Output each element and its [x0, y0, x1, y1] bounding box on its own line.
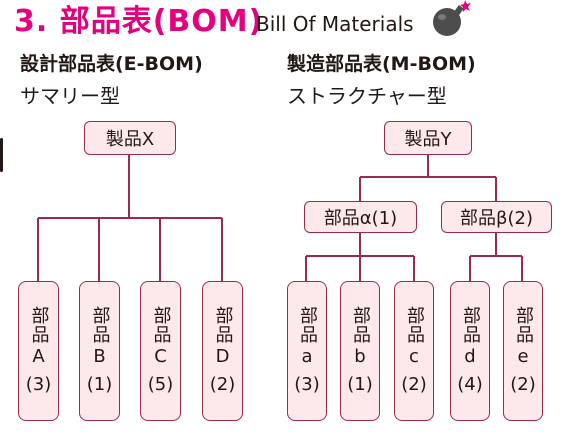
leaf-code: e	[517, 346, 529, 367]
page-title: 3. 部品表(BOM)	[14, 4, 264, 39]
edge-marker	[0, 138, 3, 172]
leaf-part: 部品	[28, 306, 50, 344]
leaf-code: D	[215, 346, 230, 367]
leaf-part: 部品	[212, 306, 234, 344]
ebom-type-label: サマリー型	[20, 84, 120, 108]
ebom-leaf-d: 部品 D (2)	[202, 281, 243, 421]
leaf-part: 部品	[350, 306, 371, 344]
ebom-leaf-c: 部品 C (5)	[140, 281, 181, 421]
leaf-code: c	[409, 346, 419, 367]
leaf-qty: (3)	[294, 374, 320, 395]
leaf-part: 部品	[150, 306, 172, 344]
leaf-part: 部品	[460, 306, 481, 344]
mbom-alpha-node: 部品α(1)	[304, 201, 417, 233]
leaf-part: 部品	[513, 306, 534, 344]
leaf-code: d	[464, 346, 476, 367]
leaf-part: 部品	[297, 306, 318, 344]
leaf-code: A	[32, 346, 45, 367]
ebom-root-node: 製品X	[84, 121, 176, 155]
bomb-icon	[433, 0, 471, 36]
leaf-code: b	[354, 346, 366, 367]
leaf-qty: (1)	[347, 374, 373, 395]
ebom-heading: 設計部品表(E-BOM)	[20, 53, 203, 75]
mbom-type-label: ストラクチャー型	[287, 84, 447, 108]
leaf-qty: (2)	[401, 374, 427, 395]
leaf-part: 部品	[404, 306, 425, 344]
mbom-leaf-c: 部品 c (2)	[394, 281, 434, 421]
leaf-qty: (4)	[457, 374, 483, 395]
mbom-leaf-a: 部品 a (3)	[287, 281, 327, 421]
mbom-leaf-e: 部品 e (2)	[503, 281, 543, 421]
mbom-root-node: 製品Y	[384, 121, 472, 155]
leaf-part: 部品	[89, 306, 111, 344]
leaf-qty: (3)	[25, 374, 52, 395]
mbom-heading: 製造部品表(M-BOM)	[287, 53, 476, 75]
ebom-leaf-a: 部品 A (3)	[18, 281, 59, 421]
mbom-leaf-d: 部品 d (4)	[450, 281, 490, 421]
page-subtitle: Bill Of Materials	[256, 12, 414, 36]
leaf-code: a	[301, 346, 313, 367]
leaf-code: C	[154, 346, 167, 367]
leaf-code: B	[93, 346, 106, 367]
ebom-leaf-b: 部品 B (1)	[79, 281, 120, 421]
leaf-qty: (2)	[510, 374, 536, 395]
leaf-qty: (5)	[147, 374, 174, 395]
leaf-qty: (2)	[209, 374, 236, 395]
mbom-beta-node: 部品β(2)	[441, 201, 552, 233]
mbom-leaf-b: 部品 b (1)	[340, 281, 380, 421]
leaf-qty: (1)	[86, 374, 113, 395]
